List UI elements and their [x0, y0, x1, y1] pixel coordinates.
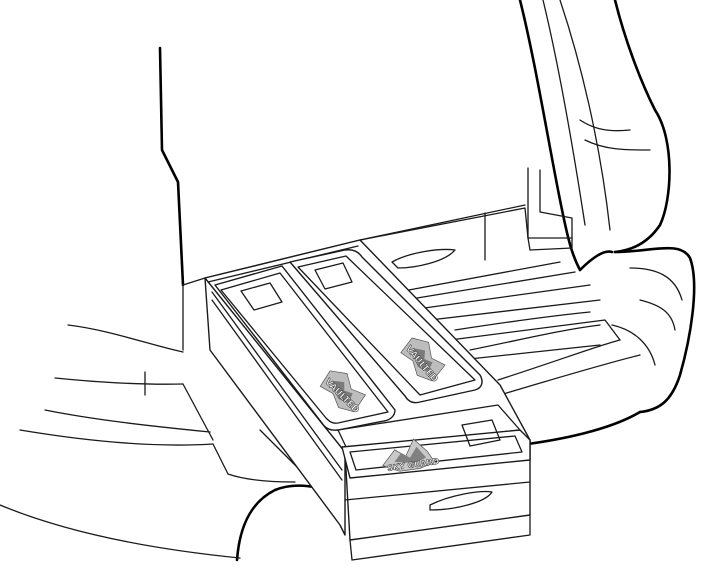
- logo-front-tray: SKY GUARD: [382, 438, 440, 473]
- vehicle-right-body: [454, 0, 696, 447]
